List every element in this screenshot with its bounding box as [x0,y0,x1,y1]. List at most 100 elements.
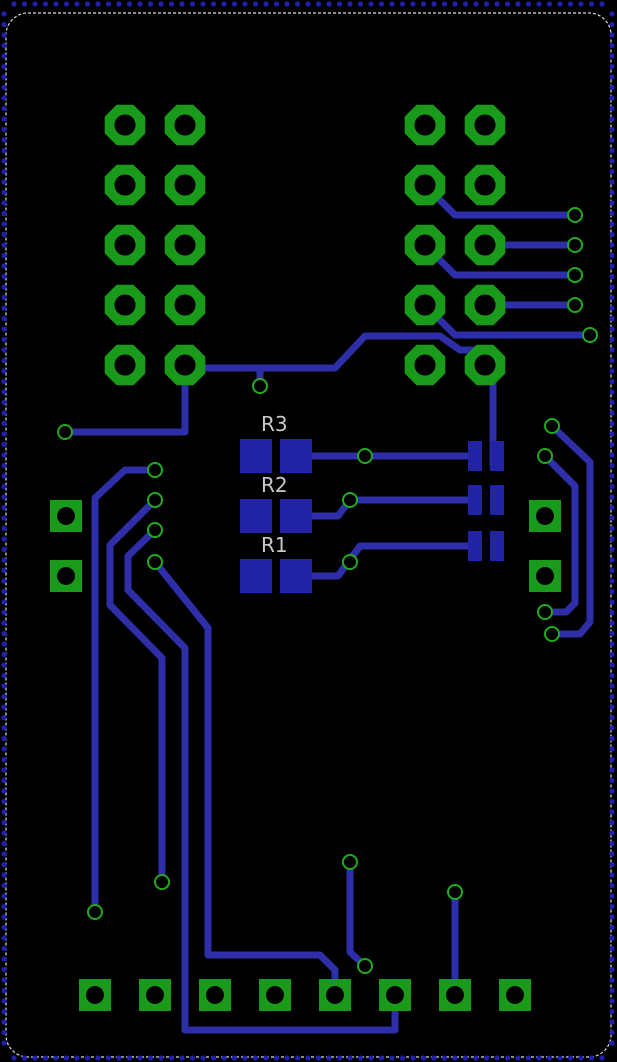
stitch-via [1,1029,7,1036]
stitch-via [1,840,7,847]
stitch-via [1,273,7,280]
pad-drill [114,174,136,196]
stitch-via [609,725,615,731]
stitch-via [609,473,615,479]
pad-drill [474,294,496,316]
stitch-via [452,1,458,7]
via [567,207,583,223]
stitch-via [546,1055,553,1061]
pad-drill [206,986,224,1004]
stitch-via [231,1,238,7]
stitch-via [326,1055,332,1061]
smd-pad [280,499,312,533]
stitch-via [1,872,7,878]
stitch-via [515,1,521,7]
stitch-via [116,1,122,7]
stitch-via [347,1055,353,1061]
stitch-via [1,53,7,59]
pad-drill [146,986,164,1004]
stitch-via [609,536,615,542]
stitch-via [599,1055,605,1061]
stitch-via [609,987,615,994]
stitch-via [305,1,311,7]
stitch-via [137,1,143,7]
stitch-via [263,1055,269,1061]
stitch-via [609,389,615,395]
stitch-via [53,1,59,7]
pad-drill [506,986,524,1004]
stitch-via [1,851,7,857]
via [147,462,163,478]
pad-drill [114,234,136,256]
stitch-via [210,1,217,7]
stitch-via [347,1,353,7]
stitch-via [494,1055,500,1061]
smd-pad [280,439,312,473]
stitch-via [609,893,615,899]
stitch-via [567,1,574,7]
stitch-via [420,1,427,7]
stitch-via [1,830,7,836]
pad-drill [114,354,136,376]
stitch-via [1,903,7,910]
stitch-via [242,1,248,7]
stitch-via [399,1055,406,1061]
stitch-via [1,924,7,931]
stitch-via [609,924,615,931]
via [342,554,358,570]
stitch-via [431,1,437,7]
pad-drill [174,294,196,316]
stitch-via [609,84,615,91]
stitch-via [74,1055,80,1061]
via [544,418,560,434]
stitch-via [609,441,615,448]
stitch-via [1,693,7,700]
stitch-via [1,683,7,689]
stitch-via [399,1,406,7]
stitch-via [609,704,615,710]
stitch-via [1,746,7,752]
stitch-via [1,168,7,175]
stitch-via [609,746,615,752]
pad-drill [536,507,554,525]
stitch-via [609,788,615,794]
stitch-via [609,42,615,49]
stitch-via [273,1055,280,1061]
stitch-via [1,357,7,364]
label-r3: R3 [261,412,288,436]
stitch-via [609,1040,615,1046]
stitch-via [1,977,7,983]
stitch-via [609,1019,615,1025]
stitch-via [168,1,175,7]
stitch-via [294,1,301,7]
stitch-via [557,1055,563,1061]
stitch-via [1,987,7,994]
stitch-via [1,525,7,532]
stitch-via [609,11,615,17]
stitch-via [609,305,615,311]
stitch-via [1,588,7,595]
stitch-via [1,179,7,185]
stitch-via [609,977,615,983]
stitch-via [1,536,7,542]
stitch-via [1,483,7,490]
stitch-via [609,651,615,658]
stitch-via [609,630,615,637]
stitch-via [1,105,7,112]
stitch-via [609,357,615,364]
stitch-via [1,672,7,679]
pad-drill [174,354,196,376]
stitch-via [294,1055,301,1061]
stitch-via [1,893,7,899]
via [567,237,583,253]
stitch-via [1,231,7,238]
stitch-via [441,1,448,7]
stitch-via [609,966,615,973]
pad-drill [474,234,496,256]
stitch-via [189,1055,196,1061]
stitch-via [578,1055,584,1061]
stitch-via [1,1008,7,1015]
stitch-via [609,483,615,490]
stitch-via [1,32,7,38]
via [147,554,163,570]
